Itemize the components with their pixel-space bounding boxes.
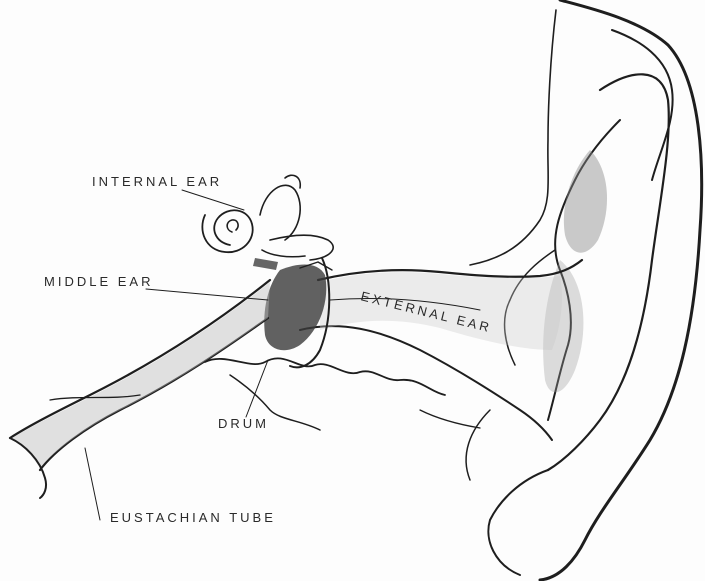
inner-ear: [202, 175, 333, 270]
label-internal-ear: INTERNAL EAR: [92, 174, 222, 189]
middle-ear-region: [264, 258, 332, 367]
label-eustachian-tube: EUSTACHIAN TUBE: [110, 510, 276, 525]
label-drum: DRUM: [218, 416, 269, 431]
ear-canal: [300, 260, 582, 440]
eustachian-tube: [10, 280, 270, 498]
label-middle-ear: MIDDLE EAR: [44, 274, 153, 289]
